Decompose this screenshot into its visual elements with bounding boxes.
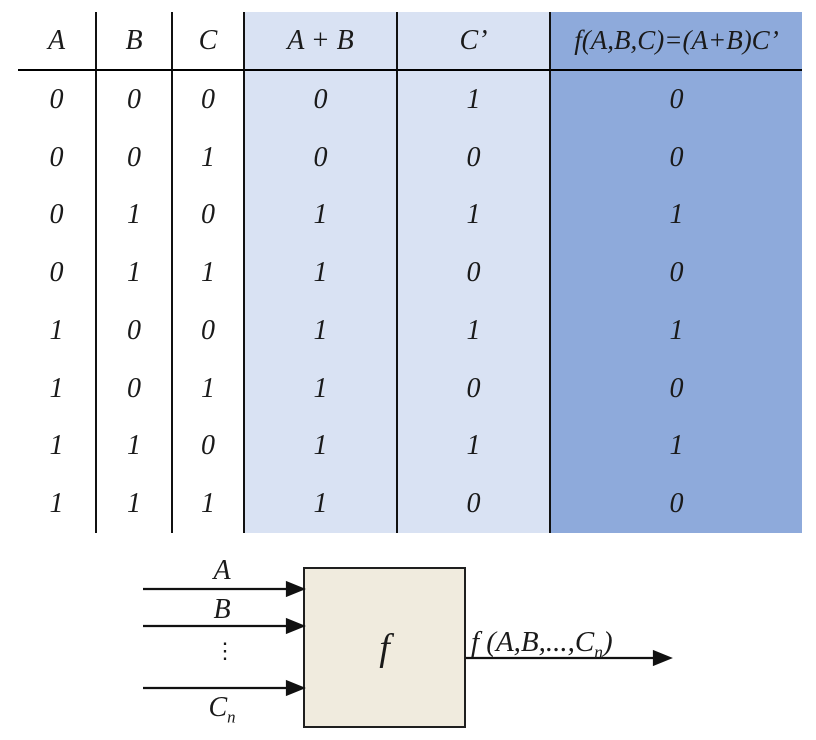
header-cell-b: B bbox=[97, 12, 173, 71]
function-box-label: f bbox=[379, 626, 390, 669]
input-label-cn-base: C bbox=[208, 692, 228, 723]
table-cell-r6c2: 0 bbox=[173, 417, 245, 476]
table-cell-r7c3: 1 bbox=[245, 475, 398, 533]
table-cell-r2c4: 1 bbox=[398, 186, 551, 245]
table-cell-r7c5: 0 bbox=[551, 475, 802, 533]
table-cell-r7c0: 1 bbox=[18, 475, 97, 533]
input-label-cn-sub: n bbox=[227, 707, 236, 727]
arrows-layer bbox=[143, 580, 673, 697]
input-label-b: B bbox=[213, 594, 231, 625]
table-cell-r0c1: 0 bbox=[97, 71, 173, 129]
output-label-post: ) bbox=[602, 626, 613, 658]
header-cell-c: C bbox=[173, 12, 245, 71]
table-cell-r0c0: 0 bbox=[18, 71, 97, 129]
output-label-pre: f (A,B,...,C bbox=[471, 626, 595, 658]
function-box: f bbox=[303, 567, 466, 728]
input-label-a: A bbox=[213, 555, 231, 586]
input-arrow-a-head bbox=[285, 580, 306, 598]
table-cell-r0c4: 1 bbox=[398, 71, 551, 129]
table-cell-r5c2: 1 bbox=[173, 359, 245, 418]
table-cell-r2c2: 0 bbox=[173, 186, 245, 245]
table-cell-r0c5: 0 bbox=[551, 71, 802, 129]
table-cell-r4c1: 0 bbox=[97, 302, 173, 360]
table-cell-r5c0: 1 bbox=[18, 359, 97, 418]
table-cell-r2c0: 0 bbox=[18, 186, 97, 245]
input-arrow-b-head bbox=[285, 617, 306, 635]
table-cell-r3c4: 0 bbox=[398, 244, 551, 302]
input-label-cn: Cn bbox=[198, 692, 246, 727]
table-cell-r3c5: 0 bbox=[551, 244, 802, 302]
table-cell-r1c1: 0 bbox=[97, 128, 173, 187]
table-cell-r4c4: 1 bbox=[398, 302, 551, 360]
table-cell-r3c1: 1 bbox=[97, 244, 173, 302]
table-cell-r7c1: 1 bbox=[97, 475, 173, 533]
table-cell-r4c3: 1 bbox=[245, 302, 398, 360]
table-cell-r4c0: 1 bbox=[18, 302, 97, 360]
table-cell-r2c1: 1 bbox=[97, 186, 173, 245]
output-label: f (A,B,...,Cn) bbox=[471, 626, 613, 662]
table-cell-r6c4: 1 bbox=[398, 417, 551, 476]
table-cell-r1c2: 1 bbox=[173, 128, 245, 187]
table-cell-r6c5: 1 bbox=[551, 417, 802, 476]
table-cell-r1c4: 0 bbox=[398, 128, 551, 187]
header-cell-f: f(A,B,C)=(A+B)C’ bbox=[551, 12, 802, 71]
ellipsis-dots: ⋮ bbox=[214, 638, 236, 663]
table-cell-r6c0: 1 bbox=[18, 417, 97, 476]
table-cell-r2c5: 1 bbox=[551, 186, 802, 245]
table-cell-r3c0: 0 bbox=[18, 244, 97, 302]
table-cell-r1c3: 0 bbox=[245, 128, 398, 187]
table-cell-r4c5: 1 bbox=[551, 302, 802, 360]
header-cell-a: A bbox=[18, 12, 97, 71]
table-cell-r4c2: 0 bbox=[173, 302, 245, 360]
table-cell-r0c3: 0 bbox=[245, 71, 398, 129]
header-cell-a-or-b: A + B bbox=[245, 12, 398, 71]
table-cell-r5c3: 1 bbox=[245, 359, 398, 418]
table-cell-r7c4: 0 bbox=[398, 475, 551, 533]
table-cell-r1c5: 0 bbox=[551, 128, 802, 187]
table-cell-r5c1: 0 bbox=[97, 359, 173, 418]
table-cell-r7c2: 1 bbox=[173, 475, 245, 533]
output-label-sub: n bbox=[594, 641, 603, 662]
table-cell-r5c4: 0 bbox=[398, 359, 551, 418]
input-arrow-cn-head bbox=[285, 679, 306, 697]
output-arrow-head bbox=[652, 649, 673, 667]
table-cell-r2c3: 1 bbox=[245, 186, 398, 245]
table-cell-r3c3: 1 bbox=[245, 244, 398, 302]
table-cell-r6c1: 1 bbox=[97, 417, 173, 476]
table-cell-r0c2: 0 bbox=[173, 71, 245, 129]
table-cell-r6c3: 1 bbox=[245, 417, 398, 476]
table-cell-r3c2: 1 bbox=[173, 244, 245, 302]
table-cell-r1c0: 0 bbox=[18, 128, 97, 187]
table-cell-r5c5: 0 bbox=[551, 359, 802, 418]
header-cell-c-not: C’ bbox=[398, 12, 551, 71]
